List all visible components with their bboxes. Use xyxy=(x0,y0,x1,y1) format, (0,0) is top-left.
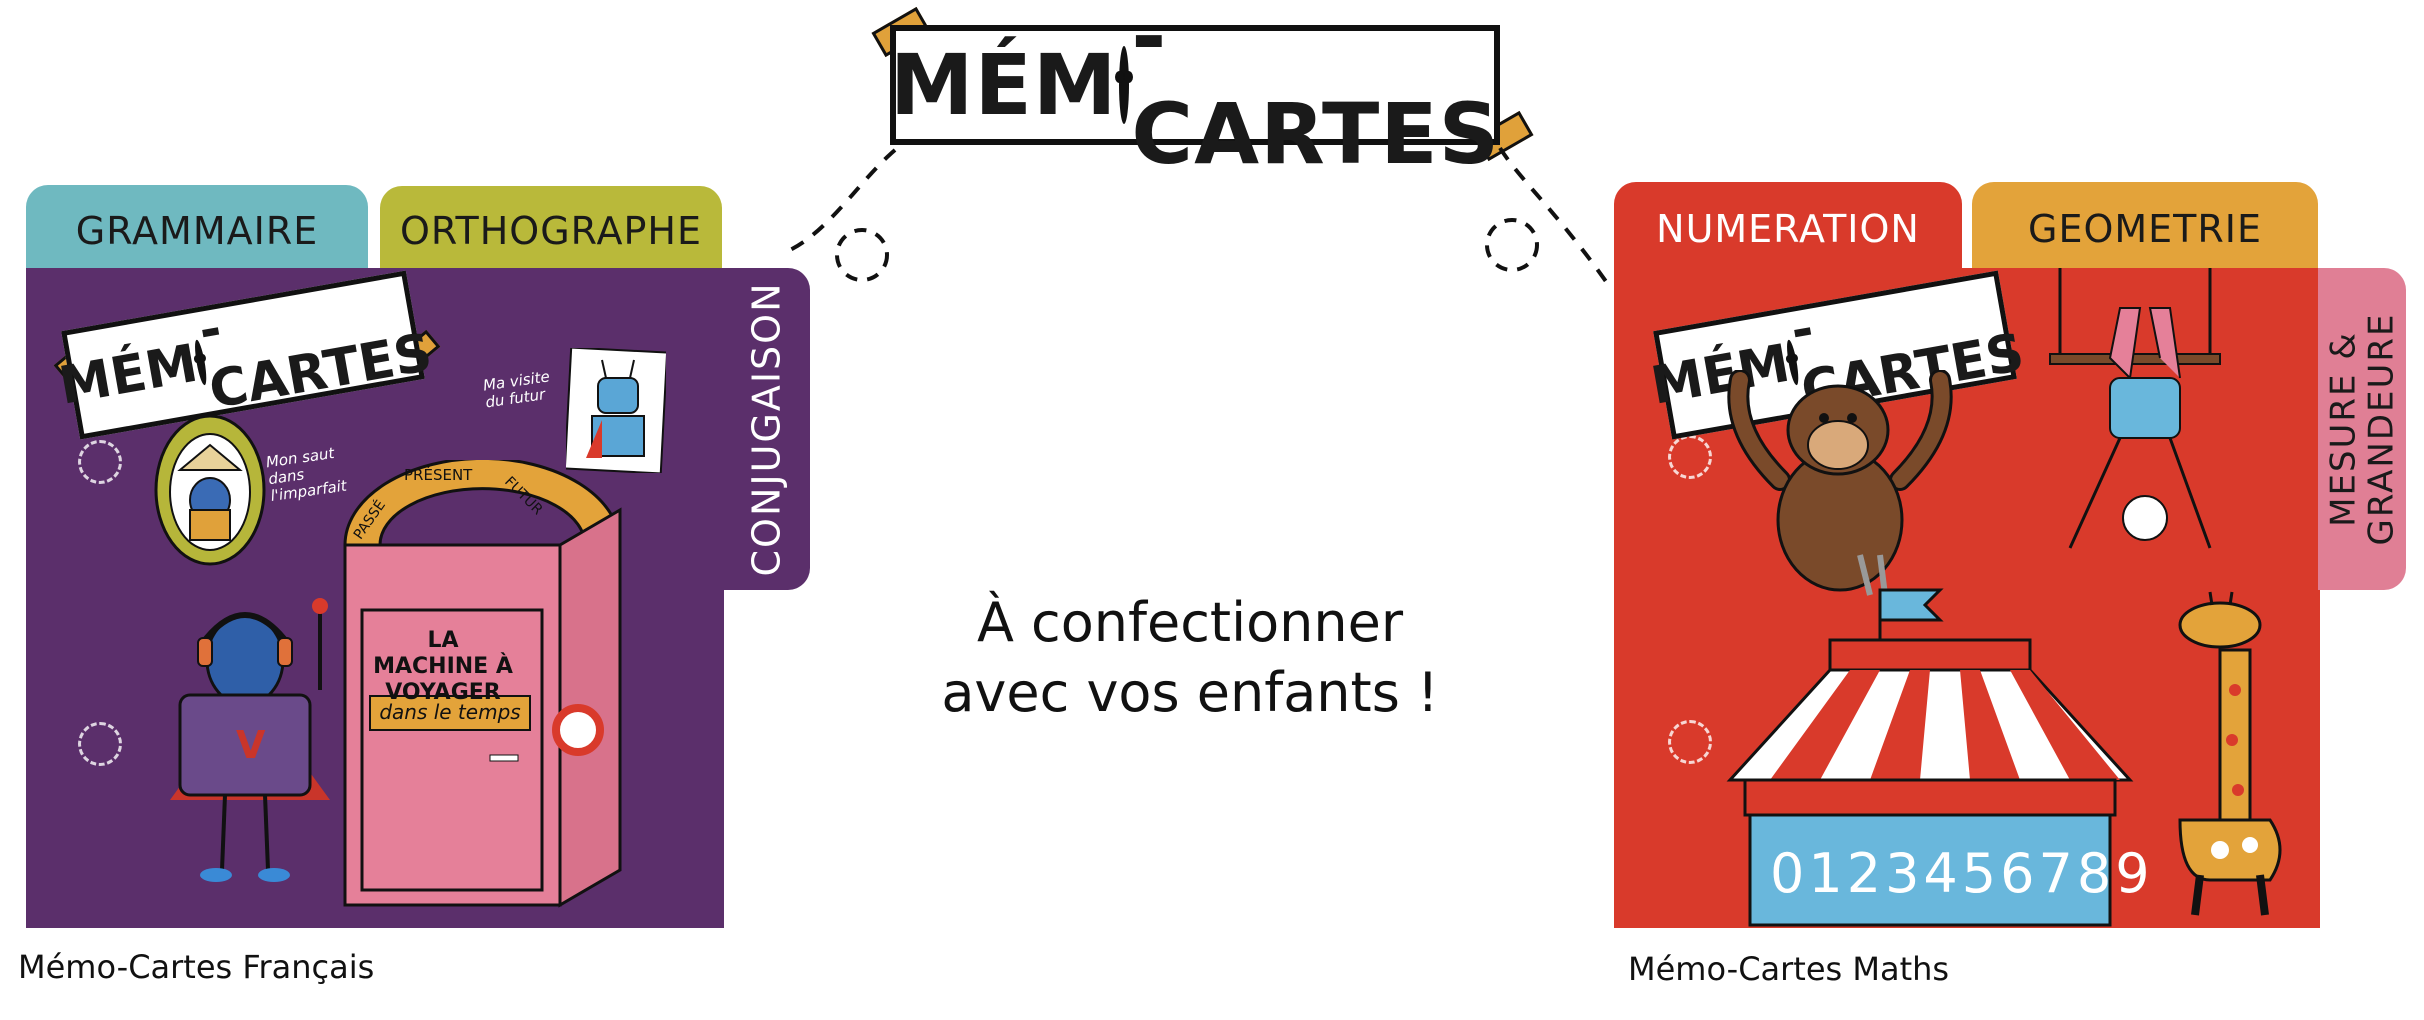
tab-geometrie[interactable]: GEOMETRIE xyxy=(1972,182,2318,270)
punch-hole xyxy=(1668,435,1712,479)
tab-conjugaison[interactable]: CONJUGAISON xyxy=(722,268,810,590)
arch-label-present: PRÉSENT xyxy=(404,466,473,484)
tagline-line-1: À confectionner xyxy=(976,591,1404,654)
punch-hole xyxy=(78,440,122,484)
acrobat-icon xyxy=(2049,268,2221,549)
smiley-icon xyxy=(1115,46,1134,124)
time-machine-icon xyxy=(343,460,622,908)
main-title-left: MÉM xyxy=(889,36,1118,134)
tab-grammaire[interactable]: GRAMMAIRE xyxy=(26,185,368,270)
punch-hole xyxy=(1668,720,1712,764)
tab-orthographe[interactable]: ORTHOGRAPHE xyxy=(380,186,722,270)
main-title-right: -CARTES xyxy=(1131,0,1501,183)
caption-francais: Mémo-Cartes Français xyxy=(18,948,375,986)
tagline: À confectionner avec vos enfants ! xyxy=(880,588,1500,728)
giraffe-icon xyxy=(2178,591,2282,916)
tab-mesure-grandeure[interactable]: MESURE & GRANDEURE xyxy=(2318,268,2406,590)
robot-icon xyxy=(566,348,666,473)
machine-title: LA MACHINE À VOYAGER xyxy=(373,628,513,705)
svg-text:V: V xyxy=(236,723,266,767)
punch-hole xyxy=(78,722,122,766)
portrait-frame-icon xyxy=(154,414,266,566)
caption-maths: Mémo-Cartes Maths xyxy=(1628,950,1950,988)
machine-subtitle: dans le temps xyxy=(379,700,521,724)
character-icon: V xyxy=(170,598,330,882)
circus-tent-icon xyxy=(1726,588,2134,927)
tagline-line-2: avec vos enfants ! xyxy=(941,661,1439,724)
main-title-banner: MÉM -CARTES xyxy=(889,0,1500,183)
tab-numeration[interactable]: NUMERATION xyxy=(1614,182,1962,270)
circus-digits: 0123456789 xyxy=(1770,842,2154,905)
monkey-icon xyxy=(1727,370,1953,596)
